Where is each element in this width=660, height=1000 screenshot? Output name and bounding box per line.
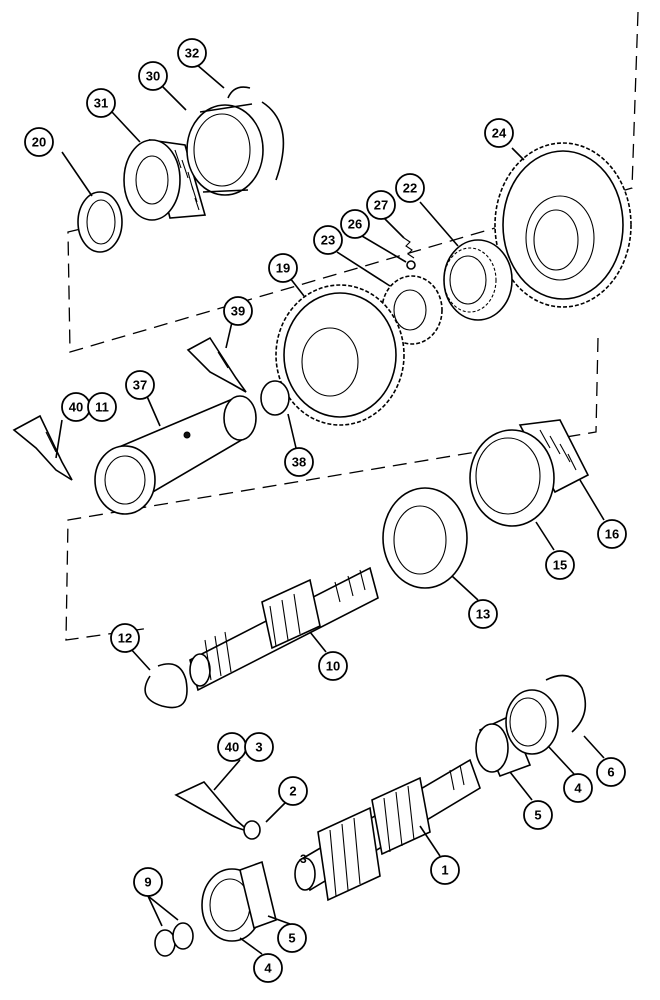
- shaft-mark-3: 3: [300, 852, 307, 866]
- svg-text:31: 31: [94, 96, 108, 111]
- callout-6: 6: [596, 757, 626, 787]
- svg-text:39: 39: [231, 304, 245, 319]
- part-5-bearing-cone-upper: [475, 714, 532, 778]
- part-40-sealant-tube: [12, 414, 73, 481]
- svg-text:16: 16: [605, 527, 619, 542]
- part-10-shaft: [189, 566, 379, 692]
- svg-text:2: 2: [289, 784, 296, 799]
- part-26-ball: [406, 260, 416, 270]
- part-13-seal: [382, 487, 468, 589]
- part-19-gear: [275, 284, 405, 426]
- svg-text:12: 12: [118, 631, 132, 646]
- callout-16: 16: [597, 519, 627, 549]
- svg-text:23: 23: [321, 233, 335, 248]
- part-4-bearing-cup-upper: [505, 689, 559, 755]
- svg-text:5: 5: [534, 808, 541, 823]
- svg-text:26: 26: [348, 217, 362, 232]
- callout-26: 26: [340, 209, 370, 239]
- part-9-shims: [154, 922, 194, 957]
- callout-27: 27: [366, 190, 396, 220]
- callout-39: 39: [223, 296, 253, 326]
- callout-37: 37: [125, 370, 155, 400]
- part-39-sealant-tube: [186, 336, 247, 393]
- part-22-synchro-ring: [443, 239, 513, 321]
- part-31-bearing-cone: [123, 139, 207, 221]
- callout-40-upper: 40: [61, 392, 91, 422]
- svg-text:3: 3: [255, 740, 262, 755]
- part-6-snap-ring: [545, 674, 587, 733]
- part-2-plug: [243, 820, 261, 840]
- callout-4-upper: 4: [563, 773, 593, 803]
- callout-11: 11: [87, 392, 117, 422]
- svg-text:6: 6: [607, 765, 614, 780]
- svg-text:13: 13: [476, 607, 490, 622]
- callout-12: 12: [110, 623, 140, 653]
- part-27-spring: [403, 237, 415, 259]
- callout-1: 1: [430, 855, 460, 885]
- callout-22: 22: [395, 173, 425, 203]
- callout-38: 38: [284, 447, 314, 477]
- callout-32: 32: [177, 38, 207, 68]
- part-40-sealant-tube-lower: [174, 781, 251, 833]
- callout-9: 9: [133, 867, 163, 897]
- part-30-bearing-cup: [186, 103, 264, 196]
- svg-text:4: 4: [574, 781, 582, 796]
- svg-text:40: 40: [225, 740, 239, 755]
- leader-lines: [55, 63, 605, 955]
- svg-text:11: 11: [95, 400, 109, 415]
- svg-text:9: 9: [144, 875, 151, 890]
- part-12-snap-ring: [144, 663, 188, 709]
- callout-19: 19: [268, 253, 298, 283]
- svg-text:10: 10: [326, 659, 340, 674]
- svg-text:15: 15: [553, 558, 567, 573]
- part-1-countershaft: 3: [294, 758, 481, 902]
- svg-text:30: 30: [146, 69, 160, 84]
- callout-2: 2: [278, 776, 308, 806]
- part-38-plug: [260, 380, 290, 416]
- assembly-boundary-lines: [65, 11, 639, 641]
- svg-text:38: 38: [292, 455, 306, 470]
- svg-text:20: 20: [32, 135, 46, 150]
- callout-15: 15: [545, 550, 575, 580]
- svg-text:5: 5: [288, 931, 295, 946]
- callout-13: 13: [468, 599, 498, 629]
- part-15-bearing-cup: [469, 429, 555, 527]
- svg-text:4: 4: [264, 961, 272, 976]
- part-20-washer: [77, 191, 123, 253]
- part-24-large-gear: [494, 142, 632, 308]
- part-32-clip: [227, 86, 285, 181]
- svg-text:40: 40: [69, 400, 83, 415]
- callout-10: 10: [318, 651, 348, 681]
- svg-text:27: 27: [374, 198, 388, 213]
- callout-3: 3: [244, 732, 274, 762]
- callout-24: 24: [484, 118, 514, 148]
- callout-40-lower: 40: [217, 732, 247, 762]
- svg-text:22: 22: [403, 181, 417, 196]
- callout-4-lower: 4: [253, 953, 283, 983]
- callout-5-lower: 5: [277, 923, 307, 953]
- svg-text:1: 1: [441, 863, 448, 878]
- svg-text:32: 32: [185, 46, 199, 61]
- callout-20: 20: [24, 127, 54, 157]
- callout-23: 23: [313, 225, 343, 255]
- svg-text:37: 37: [133, 378, 147, 393]
- callout-30: 30: [138, 61, 168, 91]
- callout-31: 31: [86, 88, 116, 118]
- callout-5-upper: 5: [523, 800, 553, 830]
- part-37-sleeve-shaft: [94, 395, 257, 515]
- svg-text:19: 19: [276, 261, 290, 276]
- svg-text:24: 24: [492, 126, 507, 141]
- part-5-bearing-cone-lower: [239, 860, 277, 930]
